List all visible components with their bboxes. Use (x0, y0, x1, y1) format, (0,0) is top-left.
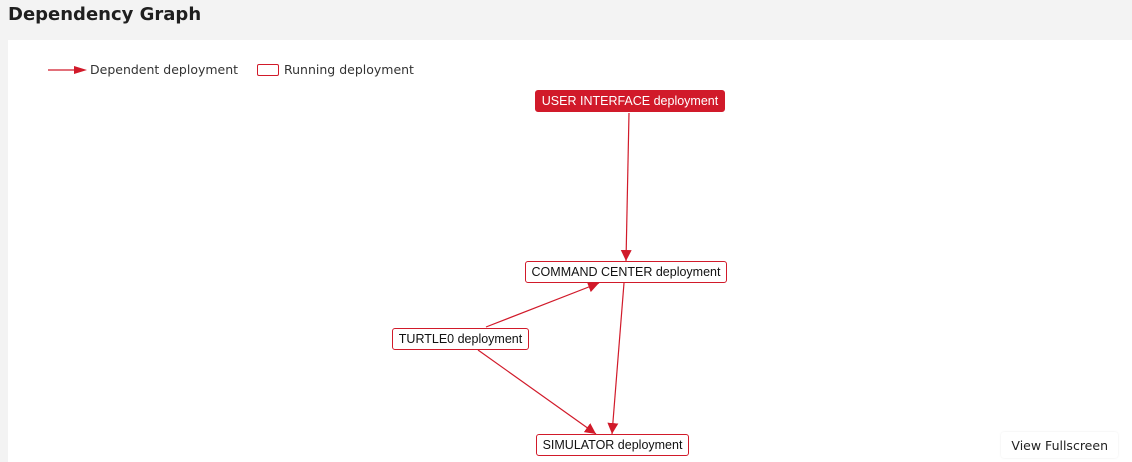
node-turtle0[interactable]: TURTLE0 deployment (392, 328, 529, 350)
arrow-icon (48, 65, 87, 74)
node-command-center[interactable]: COMMAND CENTER deployment (525, 261, 727, 283)
legend-running-label: Running deployment (284, 62, 414, 77)
legend-dependent-label: Dependent deployment (90, 62, 239, 77)
running-box-icon (257, 63, 279, 76)
edge-ui-to-cmd (620, 112, 632, 262)
page-title: Dependency Graph (8, 4, 202, 25)
legend-dependent: Dependent deployment (48, 62, 238, 77)
graph-panel: Dependent deployment Running deployment … (8, 40, 1132, 462)
edge-turtle-to-cmd (485, 281, 600, 328)
node-simulator[interactable]: SIMULATOR deployment (536, 434, 689, 456)
legend-running: Running deployment (257, 62, 414, 77)
view-fullscreen-button[interactable]: View Fullscreen (1001, 432, 1118, 458)
graph-edges (477, 112, 632, 435)
edge-turtle-to-sim (477, 349, 597, 435)
edge-cmd-to-sim (607, 282, 625, 435)
node-user-interface[interactable]: USER INTERFACE deployment (535, 90, 725, 112)
